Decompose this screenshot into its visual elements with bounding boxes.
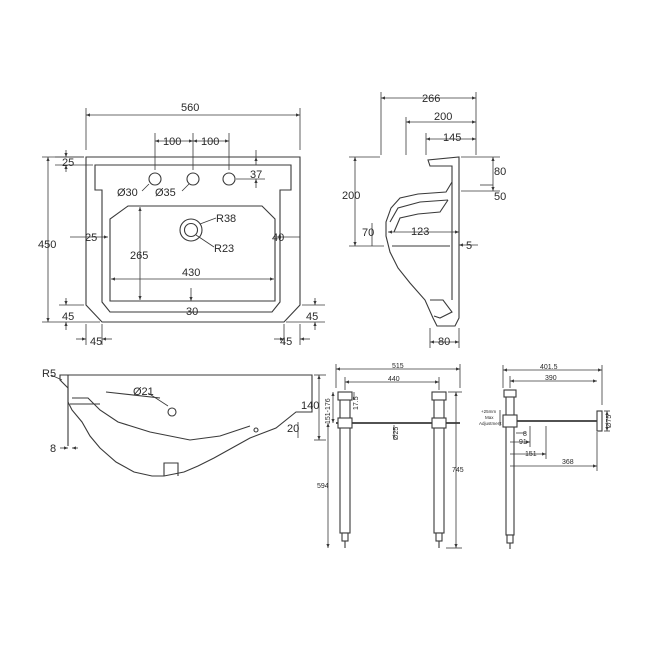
dim-overflow-hole: Ø21 [133,386,154,398]
dim-91: 91 [519,439,527,446]
leg-right-joint [431,417,447,429]
leg-right-cap [431,391,447,401]
dim-368: 368 [562,459,574,466]
dim-offset-123: 123 [411,226,429,238]
dim-waste-r38: R38 [216,213,236,225]
dim-bowl-front: 30 [186,306,198,318]
dim-bowl-depth: 265 [130,250,148,262]
dim-wall: 8 [50,443,56,455]
side-stand: 401.5 390 +25mm Max Adjustment Ø75 8 91 … [479,364,613,549]
tap-hole-left [148,172,162,186]
section-dot [253,427,259,433]
dim-hole-30: Ø30 [117,187,138,199]
dim-chamfer-left-v: 45 [62,311,74,323]
dim-tap-offset: 37 [250,169,262,181]
dim-tap-left: 100 [163,136,181,148]
leg-left-cap [337,391,353,401]
dim-arm-length: 145 [443,132,461,144]
front-stand: 515 440 17.5 151-176 Ø25 594 745 [317,363,464,549]
dim-offset-5: 5 [466,240,472,252]
dim-chamfer-right-h: 45 [280,336,292,348]
tap-hole-center [186,172,200,186]
dim-section-height: 140 [301,400,319,412]
waste-inner [183,222,199,238]
dim-leg-diameter: Ø25 [393,427,400,440]
side-leg-joint [502,414,518,428]
section-outline [59,374,313,477]
leg-left-joint [337,417,353,429]
dim-side-stand-depth: 401.5 [540,364,558,371]
basin-outline [85,156,301,323]
dim-tap-right: 100 [201,136,219,148]
dim-base-width: 80 [438,336,450,348]
dim-side-left: 25 [85,232,97,244]
dim-side-right: 40 [272,232,284,244]
dim-rim-top: 25 [62,157,74,169]
dim-offset-70: 70 [362,227,374,239]
leg-right-foot [435,532,443,542]
side-view: 266 200 145 200 80 50 70 123 5 [342,92,506,348]
dim-wall-plate: Ø75 [606,415,613,428]
dim-arm-drop: 50 [494,191,506,203]
dim-rim-thickness: 20 [287,423,299,435]
dim-rail-length: 390 [545,375,557,382]
dim-top-cap: 17.5 [353,396,360,410]
overflow-hole [167,407,177,417]
dim-bracket-depth: 200 [434,111,452,123]
dim-adjust-range: 151-176 [325,398,332,424]
side-leg-foot [506,534,514,544]
adjust-note-3: Adjustment [479,421,502,426]
section-view: R5 Ø21 140 20 8 [42,368,326,477]
dim-arm-height: 80 [494,166,506,178]
dim-chamfer-left-h: 45 [90,336,102,348]
adjust-note-2: Max [485,415,494,420]
dim-rim-radius: R5 [42,368,56,380]
tap-hole-right [222,172,236,186]
dim-stand-width: 515 [392,363,404,370]
dim-chamfer-right-v: 45 [306,311,318,323]
bracket-profile [385,156,460,327]
dim-overall-depth: 450 [38,239,56,251]
top-view: 560 100 100 25 37 450 Ø30 Ø35 R38 [38,102,325,348]
leg-left-foot [341,532,349,542]
dim-side-overall: 266 [422,93,440,105]
wall-plate [596,410,603,432]
dim-waste-r23: R23 [214,243,234,255]
dim-hole-35: Ø35 [155,187,176,199]
side-leg-cap [503,389,517,398]
dim-151: 151 [525,451,537,458]
dim-leg-centres: 440 [388,376,400,383]
dim-8: 8 [523,431,527,438]
bowl-outline [109,205,276,302]
rim-inner [94,164,292,313]
dim-side-height: 200 [342,190,360,202]
dim-leg-height: 594 [317,483,329,490]
dim-bowl-width: 430 [182,267,200,279]
dim-overall-width: 560 [181,102,199,114]
dim-stand-height: 745 [452,467,464,474]
adjust-note-1: +25mm [481,409,496,414]
waste-outer [179,218,203,242]
